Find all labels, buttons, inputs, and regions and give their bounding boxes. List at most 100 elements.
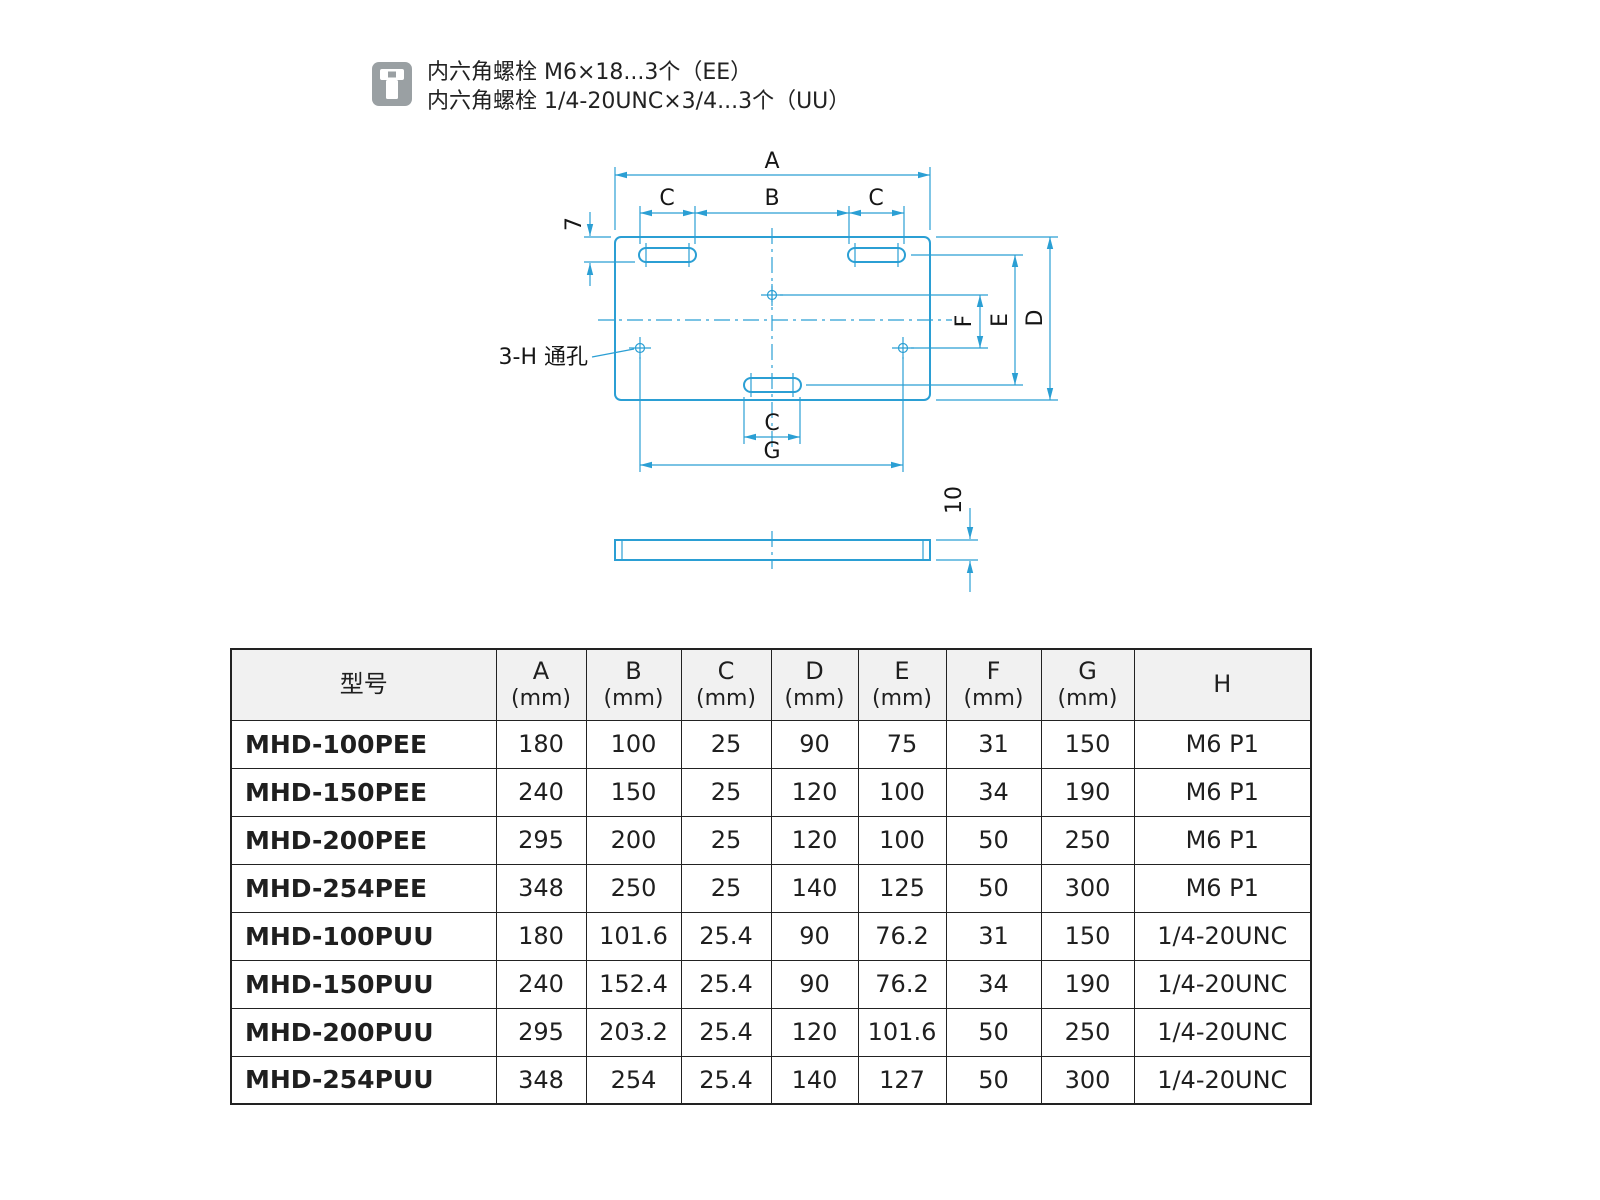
value-cell: 240	[495, 767, 587, 817]
value-cell: 200	[585, 815, 682, 865]
model-cell: MHD-200PUU	[230, 1007, 497, 1057]
value-cell: 90	[770, 719, 859, 769]
value-cell: 152.4	[585, 959, 682, 1009]
header-cell: B(mm)	[585, 648, 682, 721]
value-cell: 50	[945, 815, 1042, 865]
centerlines	[598, 228, 952, 569]
value-cell: 25	[680, 767, 772, 817]
dim-label-b: B	[764, 186, 779, 211]
header-cell: E(mm)	[857, 648, 947, 721]
value-cell: 295	[495, 1007, 587, 1057]
value-cell: 190	[1040, 959, 1135, 1009]
value-cell: 120	[770, 815, 859, 865]
dimension-labels: A C B C 7 F E D C G 10 3-H 通孔	[499, 149, 1048, 514]
value-cell: 76.2	[857, 911, 947, 961]
value-cell: 1/4-20UNC	[1133, 1055, 1312, 1105]
value-cell: M6 P1	[1133, 815, 1312, 865]
header-cell: 型号	[230, 648, 497, 721]
model-cell: MHD-200PEE	[230, 815, 497, 865]
value-cell: 31	[945, 719, 1042, 769]
value-cell: 25.4	[680, 911, 772, 961]
value-cell: 100	[857, 815, 947, 865]
value-cell: 180	[495, 911, 587, 961]
value-cell: 101.6	[857, 1007, 947, 1057]
extension-lines	[584, 167, 1058, 561]
value-cell: 76.2	[857, 959, 947, 1009]
model-cell: MHD-100PUU	[230, 911, 497, 961]
value-cell: 127	[857, 1055, 947, 1105]
dim-label-7: 7	[562, 217, 587, 231]
model-cell: MHD-100PEE	[230, 719, 497, 769]
note-line-1: 内六角螺栓 M6×18...3个（EE）	[427, 60, 753, 85]
dim-label-10: 10	[942, 486, 967, 514]
value-cell: 90	[770, 911, 859, 961]
value-cell: 50	[945, 1007, 1042, 1057]
value-cell: 250	[585, 863, 682, 913]
value-cell: 140	[770, 1055, 859, 1105]
note-lines: 内六角螺栓 M6×18...3个（EE） 内六角螺栓 1/4-20UNC×3/4…	[427, 58, 850, 116]
note-line-2: 内六角螺栓 1/4-20UNC×3/4...3个（UU）	[427, 89, 851, 114]
value-cell: 101.6	[585, 911, 682, 961]
value-cell: 190	[1040, 767, 1135, 817]
value-cell: 240	[495, 959, 587, 1009]
value-cell: M6 P1	[1133, 719, 1312, 769]
value-cell: 50	[945, 863, 1042, 913]
model-cell: MHD-150PUU	[230, 959, 497, 1009]
dimension-lines	[586, 171, 1054, 592]
dim-label-c-top-right: C	[868, 186, 883, 211]
value-cell: 300	[1040, 863, 1135, 913]
dimension-drawing: A C B C 7 F E D C G 10 3-H 通孔	[499, 149, 1058, 592]
value-cell: 295	[495, 815, 587, 865]
dim-label-a: A	[764, 149, 779, 174]
value-cell: 25.4	[680, 1055, 772, 1105]
dim-label-c-bottom: C	[764, 411, 779, 436]
header-cell: F(mm)	[945, 648, 1042, 721]
value-cell: 348	[495, 1055, 587, 1105]
value-cell: 150	[1040, 911, 1135, 961]
dim-label-f: F	[952, 315, 977, 328]
plate-side-view	[614, 539, 931, 561]
value-cell: 25	[680, 863, 772, 913]
model-cell: MHD-254PUU	[230, 1055, 497, 1105]
model-cell: MHD-254PEE	[230, 863, 497, 913]
header-cell: C(mm)	[680, 648, 772, 721]
value-cell: 50	[945, 1055, 1042, 1105]
value-cell: 34	[945, 767, 1042, 817]
value-cell: 31	[945, 911, 1042, 961]
value-cell: 254	[585, 1055, 682, 1105]
value-cell: 34	[945, 959, 1042, 1009]
value-cell: 125	[857, 863, 947, 913]
value-cell: 90	[770, 959, 859, 1009]
value-cell: 1/4-20UNC	[1133, 1007, 1312, 1057]
value-cell: M6 P1	[1133, 863, 1312, 913]
value-cell: 75	[857, 719, 947, 769]
dim-label-e: E	[988, 313, 1013, 327]
value-cell: 25	[680, 815, 772, 865]
value-cell: 1/4-20UNC	[1133, 959, 1312, 1009]
value-cell: 250	[1040, 815, 1135, 865]
value-cell: 25.4	[680, 959, 772, 1009]
value-cell: 120	[770, 767, 859, 817]
value-cell: 150	[1040, 719, 1135, 769]
value-cell: 100	[585, 719, 682, 769]
value-cell: M6 P1	[1133, 767, 1312, 817]
value-cell: 140	[770, 863, 859, 913]
value-cell: 300	[1040, 1055, 1135, 1105]
value-cell: 25	[680, 719, 772, 769]
value-cell: 348	[495, 863, 587, 913]
dim-label-g: G	[763, 439, 780, 464]
value-cell: 150	[585, 767, 682, 817]
value-cell: 120	[770, 1007, 859, 1057]
value-cell: 100	[857, 767, 947, 817]
